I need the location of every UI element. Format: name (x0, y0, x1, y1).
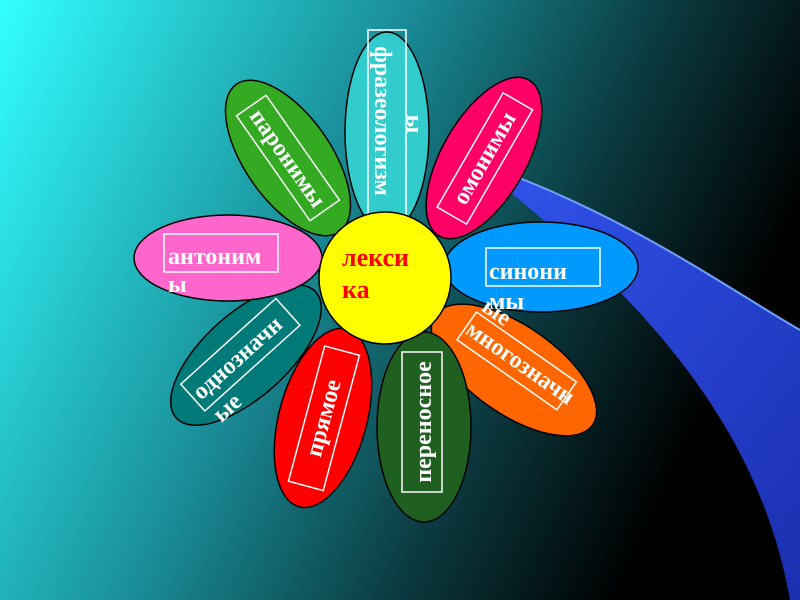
petal-antonimy-label: антоним ы (168, 244, 267, 298)
petal-odnoznachnye: однозначн ые (169, 284, 323, 428)
petal-frazeologizmy-label: фразеологизм ы (369, 46, 427, 202)
flower-center-leksika: лекси ка (318, 211, 452, 345)
petal-antonimy: антоним ы (133, 214, 323, 302)
petal-sinonimy: синони мы (443, 221, 639, 315)
petal-perenosnoe-label: переносное (411, 361, 437, 483)
blue-swoosh-decoration (470, 160, 800, 600)
petal-perenosnoe: переносное (376, 331, 472, 523)
center-label: лекси ка (342, 243, 415, 304)
swoosh-highlight (469, 159, 800, 331)
petal-frazeologizmy: фразеологизм ы (344, 29, 430, 233)
petal-sinonimy-label: синони мы (489, 259, 573, 315)
petal-omonimy: омонимы (425, 76, 543, 240)
